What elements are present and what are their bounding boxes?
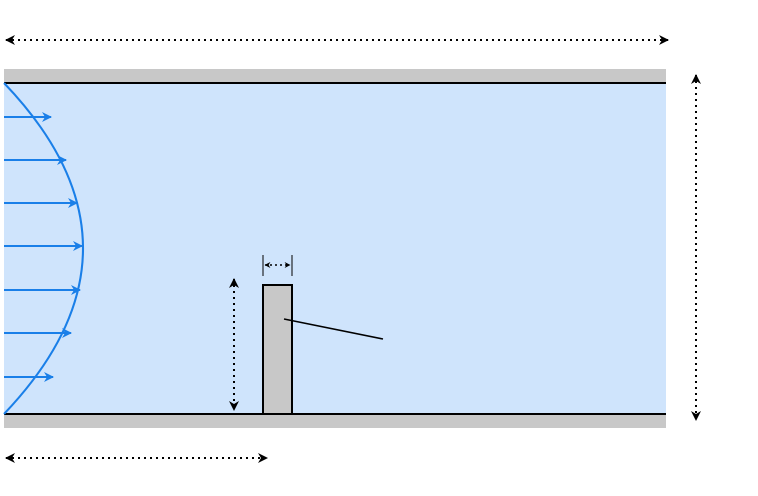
obstacle-leader-line <box>283 318 384 340</box>
obstacle-block <box>262 284 293 415</box>
fluid-domain <box>4 83 666 414</box>
top-wall <box>4 69 666 83</box>
inlet-velocity-arrows <box>4 112 83 382</box>
bottom-wall <box>4 414 666 428</box>
obstacle-width-dimension <box>262 255 293 276</box>
